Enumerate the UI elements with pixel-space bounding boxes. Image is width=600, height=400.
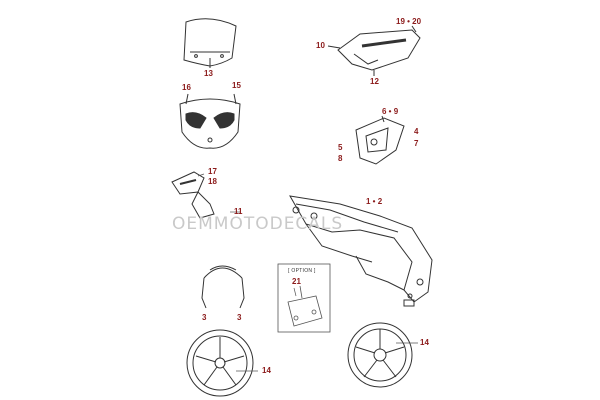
- side-panel-part: [355, 115, 405, 165]
- callout-18: 18: [208, 177, 217, 186]
- callout-1-2: 1 • 2: [366, 197, 383, 206]
- callout-13: 13: [204, 69, 213, 78]
- callout-3-right: 3: [237, 313, 242, 322]
- windscreen-part: [183, 18, 237, 68]
- callout-11: 11: [234, 207, 243, 216]
- option-label: [ OPTION ]: [288, 268, 316, 274]
- watermark: OEMMOTODECALS: [172, 214, 344, 234]
- callout-8: 8: [338, 154, 343, 163]
- callout-16: 16: [182, 83, 191, 92]
- side-cowl-part: [327, 25, 421, 76]
- callout-15: 15: [232, 81, 241, 90]
- callout-14-rear: 14: [420, 338, 429, 347]
- callout-21: 21: [292, 277, 301, 286]
- option-box: [277, 263, 331, 333]
- callout-3-left: 3: [202, 313, 207, 322]
- front-wheel-part: [186, 329, 254, 397]
- callout-6-9: 6 • 9: [382, 107, 399, 116]
- cowl-stay-part: [201, 265, 245, 309]
- callout-7: 7: [414, 139, 419, 148]
- callout-14-front: 14: [262, 366, 271, 375]
- callout-4: 4: [414, 127, 419, 136]
- leader-lines: [197, 173, 418, 372]
- fork-cover-part: [171, 171, 215, 219]
- headlight-part: [179, 93, 241, 149]
- callout-5: 5: [338, 143, 343, 152]
- callout-17: 17: [208, 167, 217, 176]
- rear-wheel-part: [347, 322, 413, 388]
- callout-10: 10: [316, 41, 325, 50]
- frame-part: [289, 195, 433, 307]
- callout-19-20: 19 • 20: [396, 17, 422, 26]
- callout-12: 12: [370, 77, 379, 86]
